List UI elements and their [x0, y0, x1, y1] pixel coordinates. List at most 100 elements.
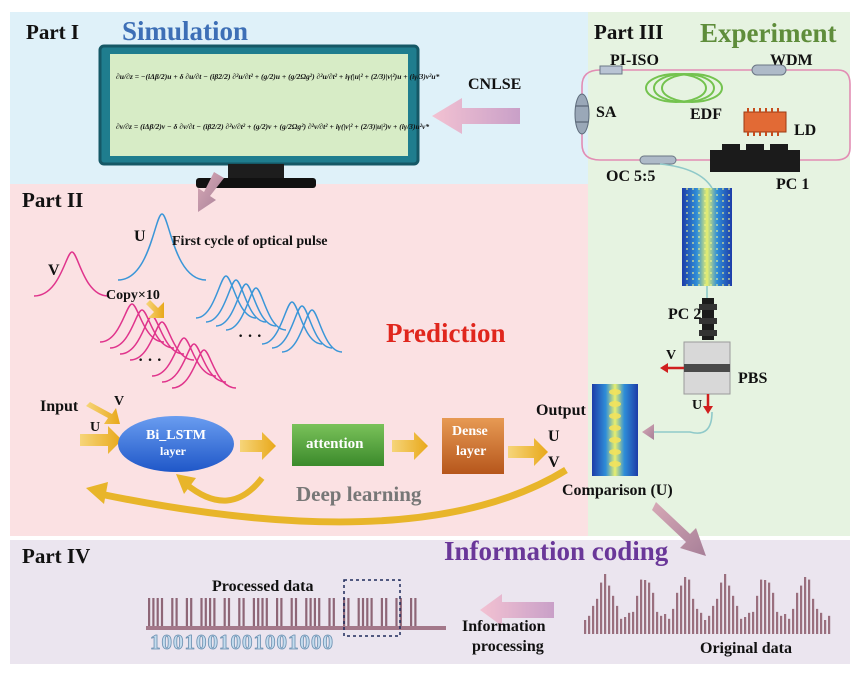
- simulation-title: Simulation: [122, 16, 249, 46]
- original-bar: [632, 611, 635, 634]
- processed-bar: [280, 598, 283, 628]
- original-bar: [652, 592, 655, 634]
- processed-data-label: Processed data: [212, 578, 314, 595]
- original-bar: [800, 585, 803, 634]
- processed-bar: [328, 598, 331, 628]
- input-v-label: V: [114, 394, 125, 409]
- processed-bar: [185, 598, 188, 628]
- processed-bar: [213, 598, 216, 628]
- original-bar: [596, 598, 599, 634]
- original-bar: [808, 579, 811, 634]
- original-bar: [824, 620, 827, 634]
- processed-bar: [357, 598, 360, 628]
- deep-learning-label: Deep learning: [296, 482, 422, 506]
- original-bar: [588, 615, 591, 634]
- copy-label: Copy×10: [106, 288, 160, 303]
- bilstm-node: [118, 416, 234, 472]
- original-bar: [768, 582, 771, 634]
- dense-node: [442, 418, 504, 474]
- original-bar: [788, 618, 791, 634]
- cnlse-arrow: [432, 98, 520, 134]
- output-u-label: U: [548, 428, 560, 445]
- attention-label: attention: [306, 436, 364, 452]
- dense-label-2: layer: [456, 444, 487, 459]
- processed-bar: [227, 598, 231, 628]
- original-bar: [700, 612, 703, 634]
- original-bar: [820, 612, 823, 634]
- original-bar: [636, 595, 639, 634]
- info-processing-arrow: [480, 594, 554, 626]
- fiber-laser-ring: [574, 64, 851, 189]
- arrow-to-original-data: [652, 502, 706, 556]
- original-bar: [796, 592, 799, 634]
- original-bar: [816, 608, 819, 634]
- original-bar: [736, 605, 739, 634]
- first-cycle-label: First cycle of optical pulse: [172, 234, 328, 249]
- equation-2: ∂v/∂z = (iΔβ/2)v − δ ∂v/∂t − (iβ2/2) ∂²v…: [116, 122, 430, 131]
- highlight-box: [343, 579, 401, 637]
- original-bar: [688, 579, 691, 634]
- original-bar: [672, 608, 675, 634]
- part-ii-label: Part II: [22, 188, 84, 212]
- pulse-u-label: U: [134, 228, 146, 245]
- processed-data-bars: [146, 598, 446, 630]
- processed-bar: [414, 598, 417, 628]
- pc1-label: PC 1: [776, 176, 810, 193]
- original-bar: [732, 595, 735, 634]
- processed-bar: [294, 598, 298, 628]
- original-bar: [648, 582, 651, 634]
- original-bar: [744, 617, 747, 634]
- original-bar: [704, 620, 707, 634]
- processed-bar: [305, 598, 308, 628]
- original-bar: [784, 614, 787, 634]
- processed-baseline: [146, 626, 446, 630]
- original-bar: [640, 579, 643, 634]
- copy-arrow: [146, 300, 164, 318]
- original-bar: [764, 580, 767, 634]
- attention-node: [292, 424, 384, 466]
- processed-bar: [204, 598, 207, 628]
- original-bar: [728, 585, 731, 634]
- equation-1: ∂u/∂z = −(iΔβ/2)u + δ ∂u/∂t − (iβ2/2) ∂²…: [116, 72, 440, 81]
- original-bar: [584, 620, 587, 634]
- pbs-label: PBS: [738, 370, 768, 387]
- original-bar: [696, 608, 699, 634]
- processed-bar: [290, 598, 293, 628]
- original-bar: [724, 574, 727, 634]
- original-bar: [680, 585, 683, 634]
- original-bar: [804, 577, 807, 634]
- original-bar: [716, 598, 719, 634]
- prediction-title: Prediction: [386, 318, 506, 348]
- sa-label: SA: [596, 104, 617, 121]
- original-bar: [592, 605, 595, 634]
- information-coding-title: Information coding: [444, 536, 669, 566]
- processed-bar: [238, 598, 241, 628]
- processed-bar: [265, 598, 268, 628]
- original-bar: [608, 585, 611, 634]
- output-v-label: V: [548, 454, 560, 471]
- original-bar: [624, 617, 627, 634]
- processed-bar: [209, 598, 212, 628]
- output-label: Output: [536, 402, 586, 419]
- bilstm-label-1: Bi_LSTM: [146, 428, 206, 443]
- original-bar: [612, 595, 615, 634]
- input-label: Input: [40, 398, 79, 415]
- original-bar: [620, 618, 623, 634]
- processed-bar: [276, 598, 279, 628]
- processed-bar: [152, 598, 155, 628]
- original-bar: [756, 595, 759, 634]
- part-ii-panel: [10, 184, 588, 536]
- processed-bar: [347, 598, 350, 628]
- pc2-label: PC 2: [668, 306, 702, 323]
- pc2-pbs: [642, 286, 731, 440]
- processed-bar: [156, 598, 159, 628]
- original-bar: [712, 605, 715, 634]
- processed-bar: [332, 598, 335, 628]
- info-processing-label-2: processing: [472, 638, 544, 655]
- processed-bar: [252, 598, 255, 628]
- original-bar: [708, 615, 711, 634]
- pulse-v-label: V: [48, 262, 60, 279]
- experiment-title: Experiment: [700, 18, 837, 48]
- original-bar: [752, 611, 755, 634]
